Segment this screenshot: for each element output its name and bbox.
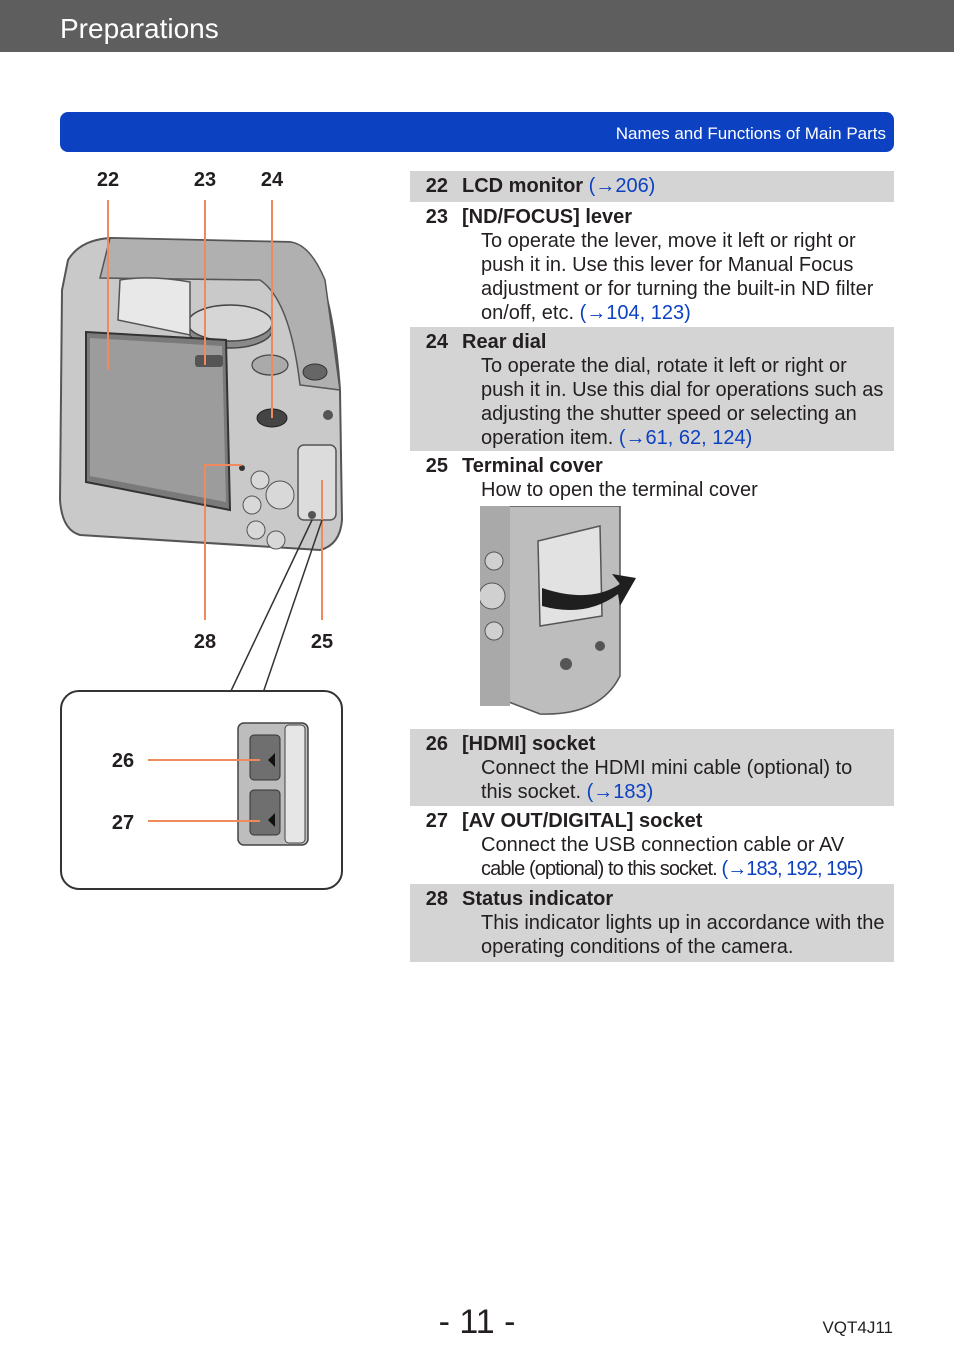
item-number: 23	[425, 206, 448, 228]
callout-27: 27	[112, 812, 134, 834]
item-name: [AV OUT/DIGITAL] socket	[462, 810, 703, 832]
callout-26: 26	[112, 750, 134, 772]
terminal-cover-drawing	[478, 505, 636, 715]
list-item: 25 Terminal cover How to open the termina…	[410, 451, 894, 729]
item-number: 22	[425, 175, 448, 197]
item-description: Connect the USB connection cable or AV	[481, 834, 845, 856]
item-name: Terminal cover	[462, 455, 603, 477]
chapter-title: Preparations	[60, 13, 219, 44]
callout-25: 25	[311, 631, 333, 653]
item-description: To operate the dial, rotate it left or r…	[481, 355, 884, 449]
item-description-cont: cable (optional) to this socket.	[481, 858, 722, 880]
item-number: 25	[425, 455, 448, 477]
item-description: How to open the terminal cover	[481, 479, 758, 501]
section-title: Names and Functions of Main Parts	[615, 124, 886, 143]
item-description: This indicator lights up in accordance w…	[481, 912, 885, 958]
item-name: [HDMI] socket	[462, 733, 596, 755]
page-reference-link[interactable]: (→183, 192, 195)	[721, 858, 863, 880]
callout-28: 28	[194, 631, 216, 653]
item-description: To operate the lever, move it left or ri…	[481, 230, 874, 324]
list-item: 24 Rear dial To operate the dial, rotate …	[410, 327, 894, 451]
page-reference-link[interactable]: (→206)	[588, 175, 656, 197]
camera-back-drawing: 22 23 24 28 25 26 27	[58, 169, 344, 890]
page-reference-link[interactable]: (→183)	[586, 781, 654, 803]
callout-22: 22	[97, 169, 119, 191]
item-number: 27	[425, 810, 448, 832]
header-bar: Preparations	[0, 0, 954, 52]
item-number: 24	[425, 331, 448, 353]
parts-list: 22 LCD monitor (→206) 23 [ND/FOCUS] lever …	[410, 171, 894, 962]
document-code: VQT4J11	[822, 1318, 893, 1337]
page-reference-link[interactable]: (→61, 62, 124)	[618, 427, 753, 449]
list-item: 26 [HDMI] socket Connect the HDMI mini ca…	[410, 729, 894, 806]
callout-23: 23	[194, 169, 216, 191]
callout-24: 24	[261, 169, 284, 191]
item-name: Rear dial	[462, 331, 547, 353]
item-name: Status indicator	[462, 888, 614, 910]
item-number: 26	[425, 733, 448, 755]
page-number: - 11 -	[438, 1303, 516, 1341]
list-item: 23 [ND/FOCUS] lever To operate the lever,…	[410, 202, 894, 327]
item-name: [ND/FOCUS] lever	[462, 206, 633, 228]
item-description: Connect the HDMI mini cable (optional) t…	[481, 757, 853, 803]
page-reference-link[interactable]: (→104, 123)	[579, 302, 691, 324]
list-item: 27 [AV OUT/DIGITAL] socket Connect the US…	[410, 806, 894, 884]
item-number: 28	[425, 888, 448, 910]
list-item: 28 Status indicator This indicator lights…	[410, 884, 894, 962]
list-item: 22 LCD monitor (→206)	[410, 171, 894, 202]
terminal-cover-illustration	[478, 505, 640, 716]
section-bar: Names and Functions of Main Parts	[60, 112, 894, 152]
camera-illustration: 22 23 24 28 25 26 27	[40, 160, 380, 900]
item-name: LCD monitor	[462, 175, 584, 197]
